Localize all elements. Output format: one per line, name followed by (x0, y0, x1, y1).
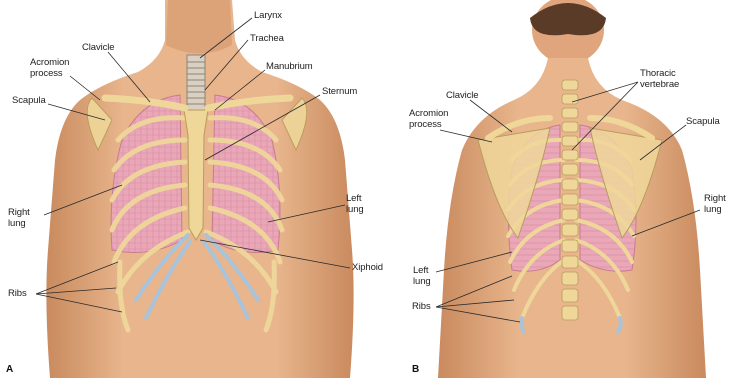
label-ribs: Ribs (8, 288, 27, 299)
label-xiphoid: Xiphoid (352, 262, 383, 273)
label-manubrium: Manubrium (266, 61, 313, 72)
label-acromion-process-b: Acromion process (409, 108, 448, 130)
posterior-torso-illustration (400, 0, 729, 378)
label-right-lung-b: Right lung (704, 193, 726, 215)
trachea-shape (187, 55, 205, 110)
label-left-lung: Left lung (346, 193, 364, 215)
panel-letter-b: B (412, 364, 419, 375)
label-clavicle-b: Clavicle (446, 90, 478, 101)
label-clavicle: Clavicle (82, 42, 114, 53)
label-acromion-process: Acromion process (30, 57, 69, 79)
label-trachea: Trachea (250, 33, 284, 44)
panel-letter-a: A (6, 364, 13, 375)
label-scapula-b: Scapula (686, 116, 720, 127)
label-sternum: Sternum (322, 86, 357, 97)
label-ribs-b: Ribs (412, 301, 431, 312)
label-larynx: Larynx (254, 10, 282, 21)
label-left-lung-b: Left lung (413, 265, 431, 287)
vertebral-column (562, 80, 578, 320)
label-scapula: Scapula (12, 95, 46, 106)
label-right-lung: Right lung (8, 207, 30, 229)
label-thoracic-vertebrae: Thoracic vertebrae (640, 68, 679, 90)
